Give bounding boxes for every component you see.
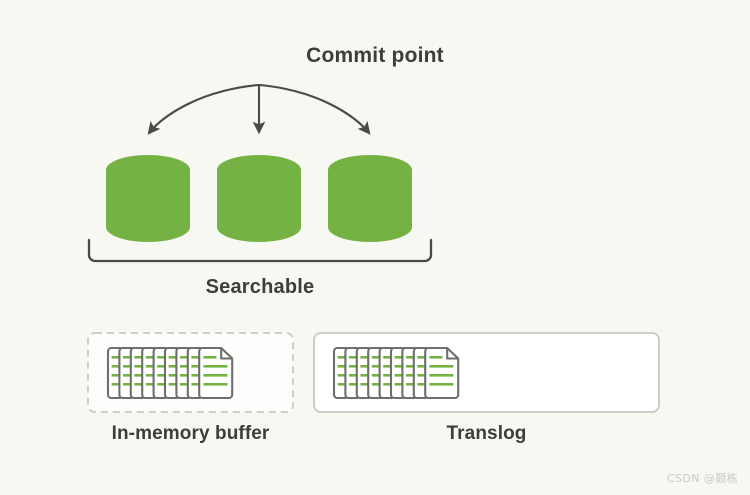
translog-document-stack-icon: [334, 348, 458, 398]
in-memory-buffer-box[interactable]: [87, 332, 294, 413]
segment-1-database-cylinder-icon[interactable]: [106, 155, 190, 242]
segment-group: [106, 155, 412, 242]
segment-2-database-cylinder-icon[interactable]: [217, 155, 301, 242]
csdn-watermark: CSDN @颢栋: [666, 472, 738, 485]
searchable-brace-icon: [87, 238, 433, 263]
arrow-right-icon: [258, 83, 371, 135]
in-memory-buffer-label: In-memory buffer: [111, 423, 270, 444]
commit-point-label: Commit point: [306, 44, 444, 67]
translog-label: Translog: [446, 423, 527, 444]
segment-3-database-cylinder-icon[interactable]: [328, 155, 412, 242]
arrow-left-icon: [147, 83, 260, 135]
translog-box[interactable]: [313, 332, 660, 413]
searchable-label: Searchable: [205, 276, 315, 298]
in-memory-buffer-document-stack-icon: [108, 348, 232, 398]
commit-point-arrow-group: [147, 83, 371, 135]
